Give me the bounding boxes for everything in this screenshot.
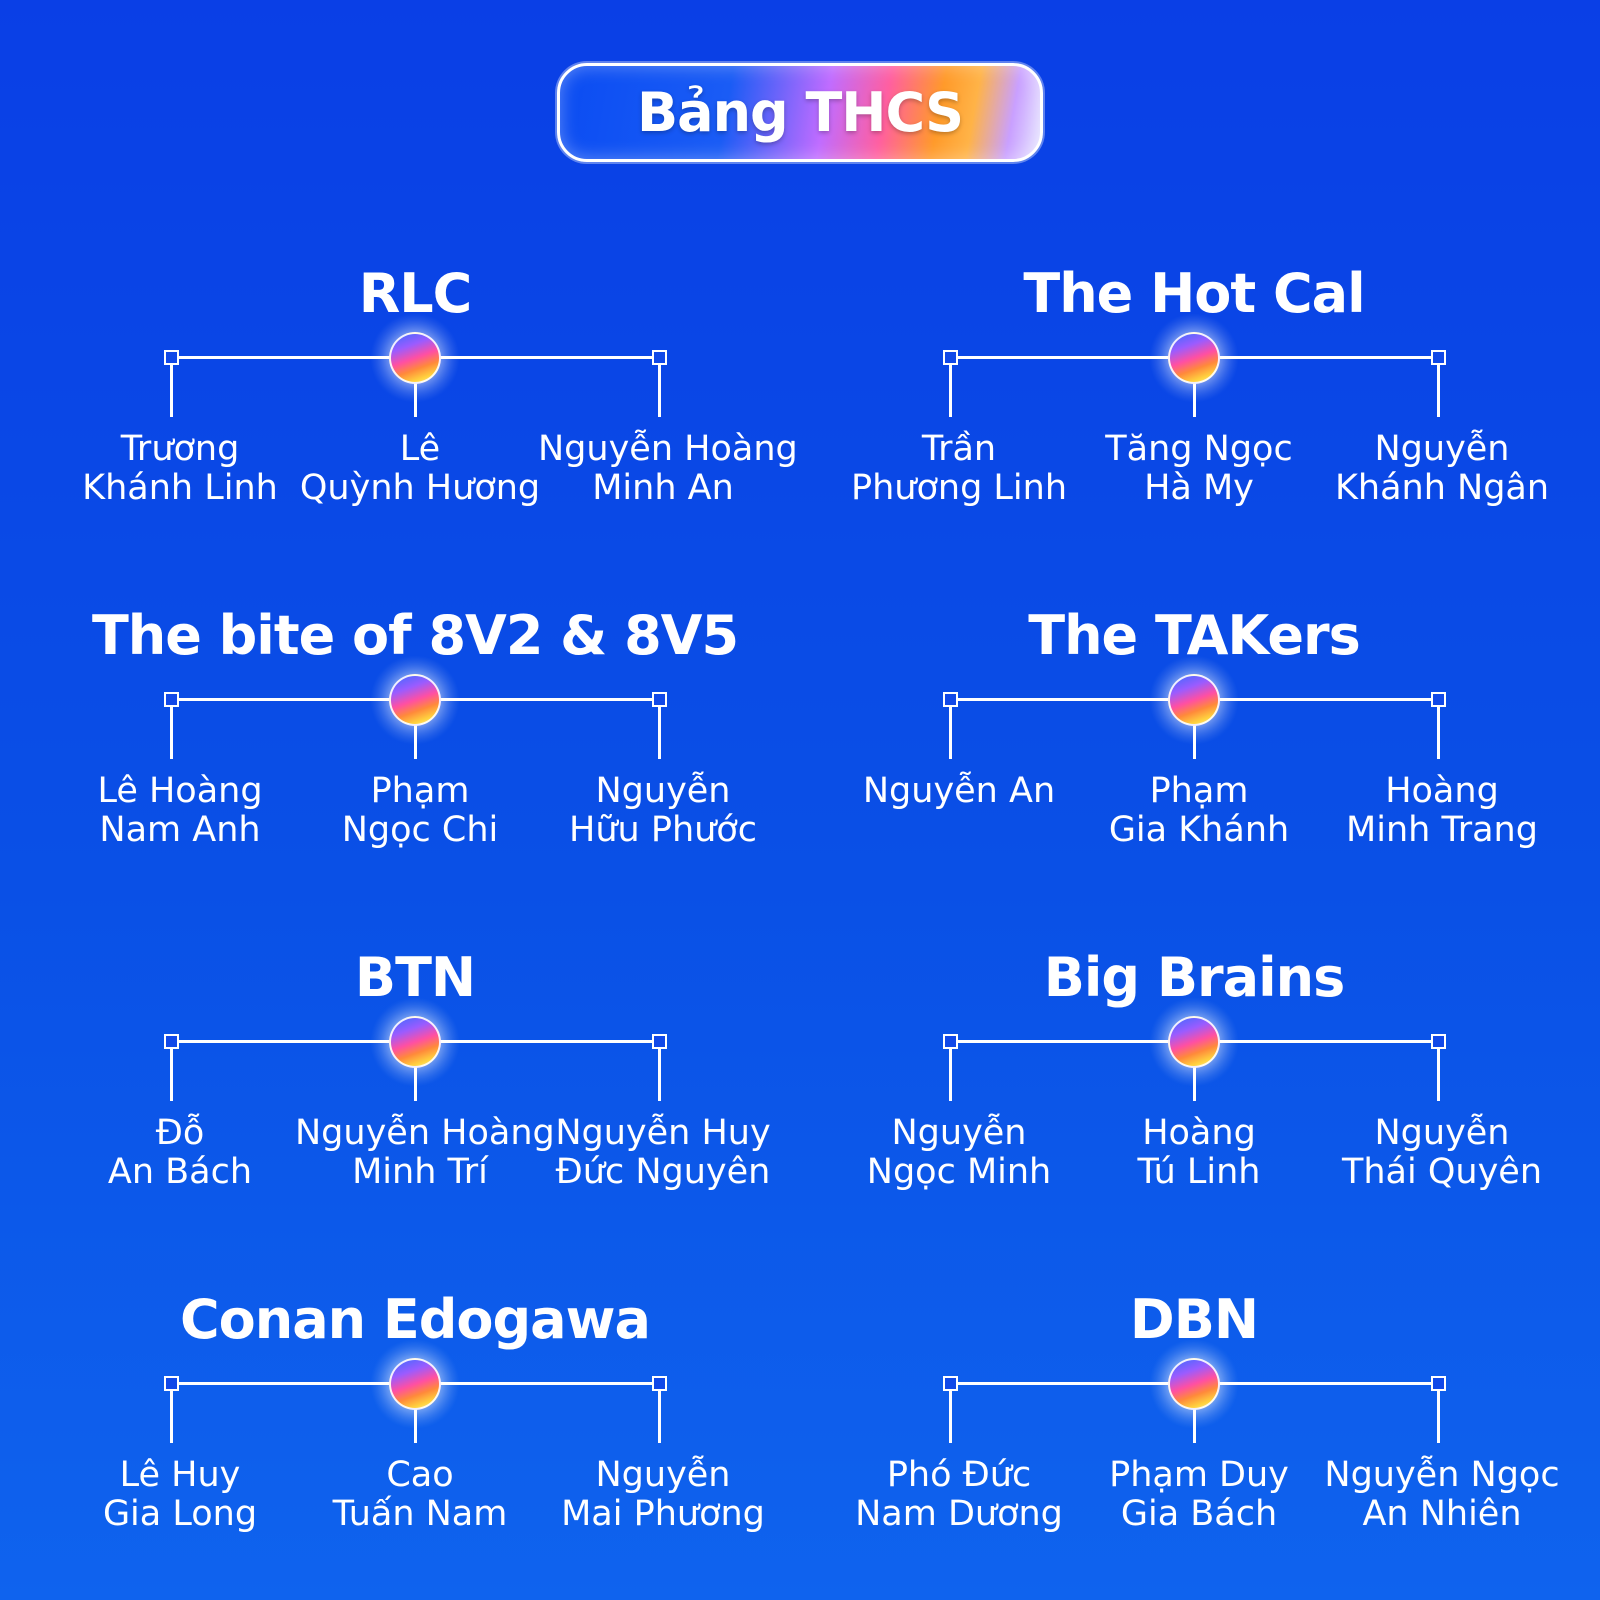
gradient-orb-icon xyxy=(1168,674,1220,726)
node-left xyxy=(943,1376,958,1391)
page-title: Bảng THCS xyxy=(636,81,964,144)
member-left: Nguyễn An xyxy=(862,771,1056,811)
connector-left xyxy=(170,1041,173,1101)
node-right xyxy=(1431,350,1446,365)
connector-right xyxy=(658,357,661,417)
connector-left xyxy=(170,699,173,759)
node-right xyxy=(1431,1034,1446,1049)
connector-left xyxy=(949,1041,952,1101)
connector-left xyxy=(170,357,173,417)
gradient-orb-icon xyxy=(1168,1358,1220,1410)
connector-left xyxy=(949,1383,952,1443)
node-left xyxy=(164,1034,179,1049)
node-left xyxy=(164,1376,179,1391)
connector-left xyxy=(170,1383,173,1443)
node-left xyxy=(943,1034,958,1049)
gradient-orb-icon xyxy=(389,1016,441,1068)
node-left xyxy=(943,350,958,365)
title-banner: Bảng THCS xyxy=(557,63,1043,162)
connector-right xyxy=(1437,1383,1440,1443)
node-left xyxy=(164,350,179,365)
node-right xyxy=(652,1034,667,1049)
connector-left xyxy=(949,699,952,759)
connector-right xyxy=(1437,1041,1440,1101)
node-right xyxy=(1431,692,1446,707)
node-right xyxy=(652,692,667,707)
node-right xyxy=(652,1376,667,1391)
connector-right xyxy=(1437,357,1440,417)
node-right xyxy=(1431,1376,1446,1391)
node-left xyxy=(164,692,179,707)
connector-right xyxy=(658,699,661,759)
connector-right xyxy=(658,1041,661,1101)
gradient-orb-icon xyxy=(389,332,441,384)
gradient-orb-icon xyxy=(1168,332,1220,384)
node-left xyxy=(943,692,958,707)
connector-right xyxy=(1437,699,1440,759)
gradient-orb-icon xyxy=(1168,1016,1220,1068)
connector-right xyxy=(658,1383,661,1443)
node-right xyxy=(652,350,667,365)
gradient-orb-icon xyxy=(389,1358,441,1410)
gradient-orb-icon xyxy=(389,674,441,726)
connector-left xyxy=(949,357,952,417)
